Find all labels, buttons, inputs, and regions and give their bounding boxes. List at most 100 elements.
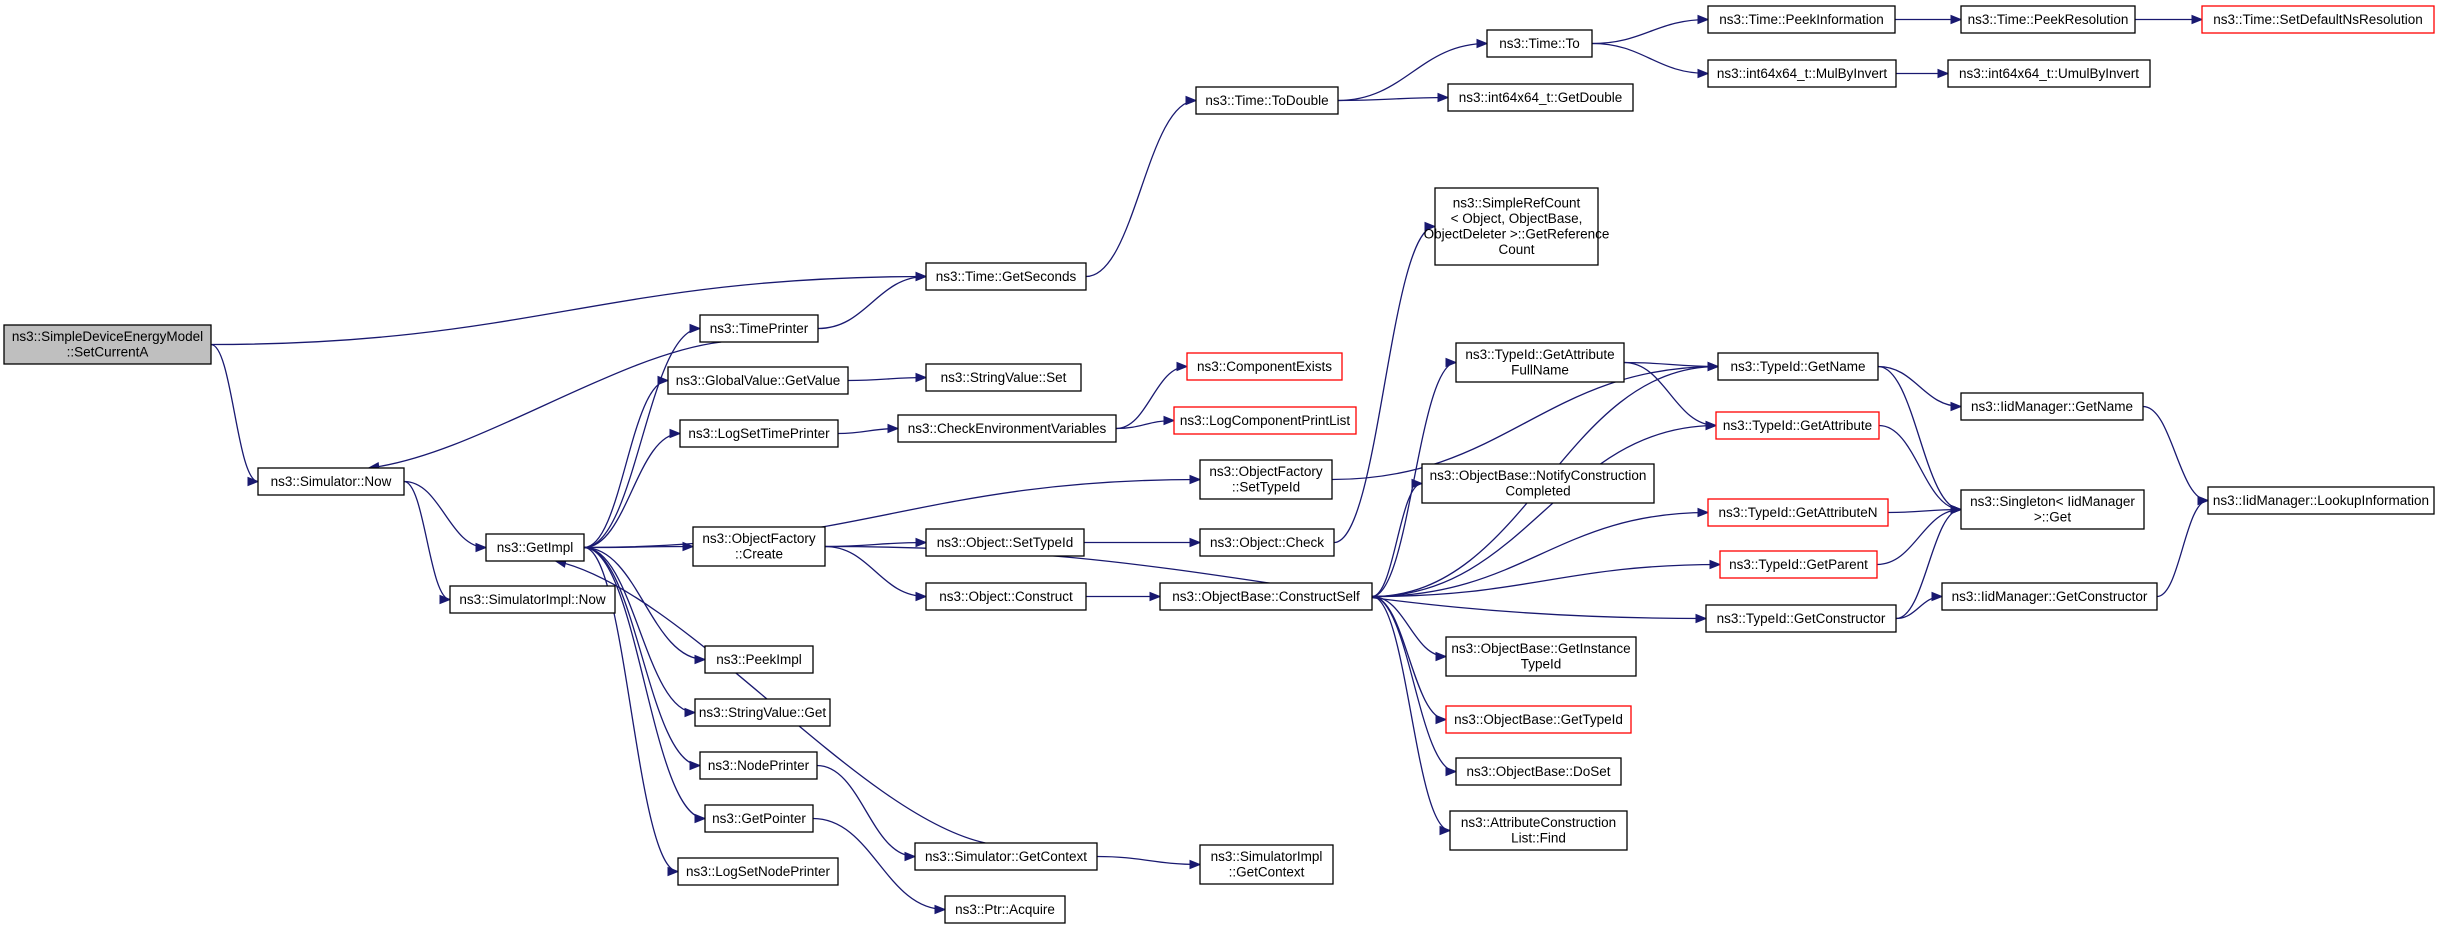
- node-box[interactable]: [1707, 5, 1896, 34]
- node-box[interactable]: [925, 363, 1082, 392]
- node-timeprinter[interactable]: ns3::TimePrinter: [699, 314, 819, 343]
- node-box[interactable]: [1715, 411, 1880, 440]
- node-tidgetname[interactable]: ns3::TypeId::GetName: [1717, 352, 1879, 381]
- node-nodeprinter[interactable]: ns3::NodePrinter: [699, 751, 818, 780]
- node-box[interactable]: [667, 366, 849, 395]
- node-timepeekres[interactable]: ns3::Time::PeekResolution: [1960, 5, 2136, 34]
- node-tidgetattributen[interactable]: ns3::TypeId::GetAttributeN: [1707, 498, 1889, 527]
- node-timetodouble[interactable]: ns3::Time::ToDouble: [1195, 86, 1339, 115]
- node-box[interactable]: [1717, 352, 1879, 381]
- node-box[interactable]: [1434, 187, 1599, 266]
- node-box[interactable]: [704, 804, 814, 833]
- node-box[interactable]: [3, 324, 212, 365]
- node-objconstruct[interactable]: ns3::Object::Construct: [925, 582, 1087, 611]
- node-box[interactable]: [1960, 392, 2144, 421]
- node-box[interactable]: [1447, 83, 1634, 112]
- node-box[interactable]: [679, 419, 839, 448]
- node-logcompprint[interactable]: ns3::LogComponentPrintList: [1173, 406, 1357, 435]
- node-simimplgetcontext[interactable]: ns3::SimulatorImpl::GetContext: [1199, 844, 1334, 885]
- node-ofcreate[interactable]: ns3::ObjectFactory::Create: [692, 526, 826, 567]
- node-obconstructself[interactable]: ns3::ObjectBase::ConstructSelf: [1159, 582, 1373, 611]
- node-box[interactable]: [1199, 844, 1334, 885]
- node-box[interactable]: [1719, 550, 1878, 579]
- node-box[interactable]: [1455, 757, 1622, 786]
- node-box[interactable]: [1186, 352, 1343, 381]
- node-timepeekinfo[interactable]: ns3::Time::PeekInformation: [1707, 5, 1896, 34]
- node-ofsettypeid[interactable]: ns3::ObjectFactory::SetTypeId: [1199, 459, 1333, 500]
- node-compexists[interactable]: ns3::ComponentExists: [1186, 352, 1343, 381]
- node-box[interactable]: [1705, 604, 1897, 633]
- node-timesetdefault[interactable]: ns3::Time::SetDefaultNsResolution: [2201, 5, 2435, 34]
- node-simplerefcount[interactable]: ns3::SimpleRefCount< Object, ObjectBase,…: [1424, 187, 1610, 266]
- node-box[interactable]: [1486, 29, 1593, 58]
- node-box[interactable]: [1707, 59, 1897, 88]
- node-box[interactable]: [1449, 810, 1628, 851]
- node-timeto[interactable]: ns3::Time::To: [1486, 29, 1593, 58]
- node-box[interactable]: [699, 751, 818, 780]
- node-timegetseconds[interactable]: ns3::Time::GetSeconds: [925, 262, 1087, 291]
- node-box[interactable]: [704, 645, 814, 674]
- node-box[interactable]: [449, 585, 616, 614]
- node-getimpl[interactable]: ns3::GetImpl: [485, 533, 585, 562]
- node-box[interactable]: [694, 698, 831, 727]
- node-box[interactable]: [925, 582, 1087, 611]
- node-box[interactable]: [897, 414, 1117, 443]
- node-box[interactable]: [1455, 342, 1625, 383]
- node-box[interactable]: [914, 842, 1098, 871]
- node-singletonget[interactable]: ns3::Singleton< IidManager>::Get: [1960, 489, 2145, 530]
- node-box[interactable]: [2207, 486, 2435, 515]
- node-box[interactable]: [1707, 498, 1889, 527]
- node-i64umulbyinvert[interactable]: ns3::int64x64_t::UmulByInvert: [1947, 59, 2151, 88]
- node-obgettypeid[interactable]: ns3::ObjectBase::GetTypeId: [1445, 705, 1632, 734]
- node-simgetcontext[interactable]: ns3::Simulator::GetContext: [914, 842, 1098, 871]
- node-box[interactable]: [1445, 705, 1632, 734]
- node-box[interactable]: [1173, 406, 1357, 435]
- node-box[interactable]: [1421, 463, 1655, 504]
- node-svget[interactable]: ns3::StringValue::Get: [694, 698, 831, 727]
- node-box[interactable]: [925, 528, 1085, 557]
- node-box[interactable]: [1947, 59, 2151, 88]
- node-box[interactable]: [485, 533, 585, 562]
- node-tidgetconstructor[interactable]: ns3::TypeId::GetConstructor: [1705, 604, 1897, 633]
- node-peekimpl[interactable]: ns3::PeekImpl: [704, 645, 814, 674]
- node-simimplnow[interactable]: ns3::SimulatorImpl::Now: [449, 585, 616, 614]
- node-box[interactable]: [1960, 489, 2145, 530]
- node-box[interactable]: [699, 314, 819, 343]
- node-box[interactable]: [692, 526, 826, 567]
- node-obdoset[interactable]: ns3::ObjectBase::DoSet: [1455, 757, 1622, 786]
- node-box[interactable]: [1445, 636, 1637, 677]
- node-box[interactable]: [677, 857, 839, 886]
- node-objcheck[interactable]: ns3::Object::Check: [1199, 528, 1335, 557]
- node-objsettypeid[interactable]: ns3::Object::SetTypeId: [925, 528, 1085, 557]
- node-tidgetattribute[interactable]: ns3::TypeId::GetAttribute: [1715, 411, 1880, 440]
- node-checkenv[interactable]: ns3::CheckEnvironmentVariables: [897, 414, 1117, 443]
- node-box[interactable]: [1159, 582, 1373, 611]
- node-logsetnodeprinter[interactable]: ns3::LogSetNodePrinter: [677, 857, 839, 886]
- node-box[interactable]: [1199, 459, 1333, 500]
- node-box[interactable]: [944, 895, 1066, 924]
- node-box[interactable]: [1941, 582, 2158, 611]
- node-box[interactable]: [925, 262, 1087, 291]
- node-iidgetconstructor[interactable]: ns3::IidManager::GetConstructor: [1941, 582, 2158, 611]
- node-box[interactable]: [257, 467, 405, 496]
- node-tidgetparent[interactable]: ns3::TypeId::GetParent: [1719, 550, 1878, 579]
- node-box[interactable]: [1199, 528, 1335, 557]
- node-obnotifyconstruction[interactable]: ns3::ObjectBase::NotifyConstructionCompl…: [1421, 463, 1655, 504]
- node-box[interactable]: [1960, 5, 2136, 34]
- node-i64getdouble[interactable]: ns3::int64x64_t::GetDouble: [1447, 83, 1634, 112]
- node-ptracquire[interactable]: ns3::Ptr::Acquire: [944, 895, 1066, 924]
- node-simnow[interactable]: ns3::Simulator::Now: [257, 467, 405, 496]
- node-root[interactable]: ns3::SimpleDeviceEnergyModel::SetCurrent…: [3, 324, 212, 365]
- node-logsettimeprinter[interactable]: ns3::LogSetTimePrinter: [679, 419, 839, 448]
- node-svset[interactable]: ns3::StringValue::Set: [925, 363, 1082, 392]
- node-i64mulbyinvert[interactable]: ns3::int64x64_t::MulByInvert: [1707, 59, 1897, 88]
- node-box[interactable]: [1195, 86, 1339, 115]
- node-getpointer[interactable]: ns3::GetPointer: [704, 804, 814, 833]
- node-iidgetname[interactable]: ns3::IidManager::GetName: [1960, 392, 2144, 421]
- node-gvgetvalue[interactable]: ns3::GlobalValue::GetValue: [667, 366, 849, 395]
- node-iidlookup[interactable]: ns3::IidManager::LookupInformation: [2207, 486, 2435, 515]
- node-box[interactable]: [2201, 5, 2435, 34]
